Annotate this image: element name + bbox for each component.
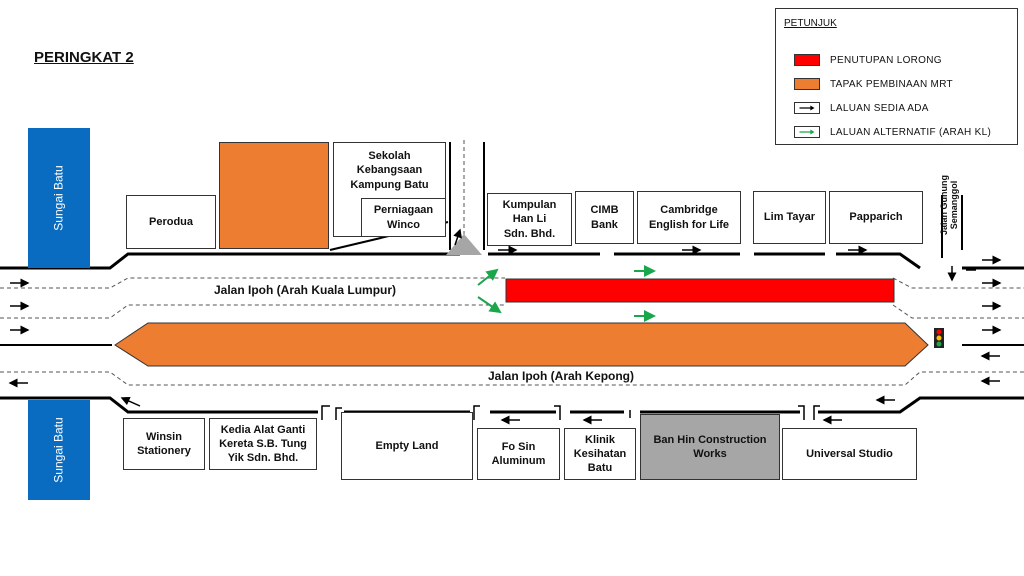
building-cambridge: Cambridge English for Life — [637, 191, 741, 244]
building-winco: Perniagaan Winco — [361, 198, 446, 237]
legend-label: LALUAN ALTERNATIF (ARAH KL) — [830, 126, 992, 138]
river-bottom: Sungai Batu — [28, 400, 90, 500]
legend: PETUNJUK PENUTUPAN LORONG TAPAK PEMBINAA… — [775, 8, 1018, 145]
river-top: Sungai Batu — [28, 128, 90, 268]
legend-item-closure: PENUTUPAN LORONG — [794, 53, 942, 67]
building-fosin: Fo Sin Aluminum — [477, 428, 560, 480]
lane-dashes — [0, 140, 1024, 386]
building-perodua: Perodua — [126, 195, 216, 249]
building-limtayar: Lim Tayar — [753, 191, 826, 244]
building-cimb: CIMB Bank — [575, 191, 634, 244]
lower-curb — [0, 396, 1024, 414]
turn-markings — [321, 269, 976, 420]
river-label: Sungai Batu — [52, 417, 67, 483]
triangle-marker-icon — [446, 234, 482, 255]
mrt-swatch — [794, 78, 820, 90]
legend-label: PENUTUPAN LORONG — [830, 54, 942, 66]
upper-curb — [0, 252, 1024, 270]
lane-closure — [505, 278, 895, 303]
existing-route-arrows — [8, 228, 1002, 425]
closure-swatch — [794, 54, 820, 66]
mrt-site-building — [219, 142, 329, 249]
building-winsin: Winsin Stationery — [123, 418, 205, 470]
building-banhin: Ban Hin Construction Works — [640, 414, 780, 480]
legend-item-mrt: TAPAK PEMBINAAN MRT — [794, 77, 953, 91]
legend-label: LALUAN SEDIA ADA — [830, 102, 929, 114]
building-hanli: Kumpulan Han Li Sdn. Bhd. — [487, 193, 572, 246]
building-kedia: Kedia Alat Ganti Kereta S.B. Tung Yik Sd… — [209, 418, 317, 470]
legend-item-existing: LALUAN SEDIA ADA — [794, 101, 929, 115]
traffic-light-icon — [934, 328, 944, 348]
alternative-route-arrows — [477, 265, 656, 322]
road-label-kepong: Jalan Ipoh (Arah Kepong) — [488, 369, 635, 383]
side-street-lines — [329, 142, 963, 258]
building-emptyland: Empty Land — [341, 412, 473, 480]
legend-label: TAPAK PEMBINAAN MRT — [830, 78, 953, 90]
green-arrow-icon — [794, 126, 820, 138]
legend-item-alternative: LALUAN ALTERNATIF (ARAH KL) — [794, 125, 991, 139]
black-arrow-icon — [794, 102, 820, 114]
legend-title: PETUNJUK — [784, 18, 837, 29]
mrt-construction-median — [114, 322, 929, 367]
road-label-kl: Jalan Ipoh (Arah Kuala Lumpur) — [214, 283, 397, 297]
building-universal: Universal Studio — [782, 428, 917, 480]
river-label: Sungai Batu — [52, 165, 67, 231]
building-papparich: Papparich — [829, 191, 923, 244]
side-road-label: Jalan Gunung Semanggol — [939, 175, 960, 236]
building-klinik: Klinik Kesihatan Batu — [564, 428, 636, 480]
page-title: PERINGKAT 2 — [34, 49, 134, 66]
